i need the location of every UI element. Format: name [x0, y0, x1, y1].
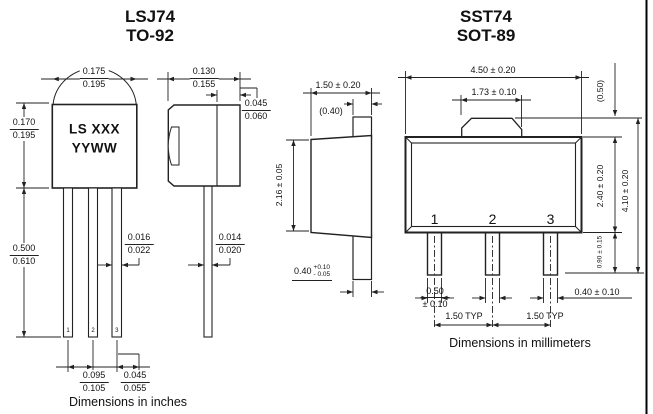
note-dimensions-millimeters: Dimensions in millimeters	[449, 336, 591, 350]
dim-sot89-lead-pitch-left: 1.50 TYP	[445, 311, 483, 321]
sot89-part-number: SST74	[460, 7, 512, 26]
to92-part-number: LSJ74	[124, 7, 176, 26]
dim-sot89-body-width: 4.50 ± 0.20	[470, 64, 516, 75]
sot89-front-outline	[404, 117, 583, 327]
dim-to92-lead-length: 0.500 0.610	[9, 243, 39, 267]
to92-title: LSJ74 TO-92	[125, 7, 175, 45]
sot89-package-name: SOT-89	[456, 26, 516, 45]
sot89-side-outline	[310, 116, 373, 281]
dimension-arrows	[21, 75, 641, 370]
dim-sot89-lead-length: 0.90 ± 0.15	[596, 235, 604, 269]
dim-sot89-side-body-height: 2.16 ± 0.05	[274, 163, 284, 206]
to92-pin-1: 1	[66, 328, 70, 334]
dim-sot89-body-height: 2.40 ± 0.20	[595, 164, 605, 207]
dim-sot89-center-lead-width: 0.50 ± 0.10	[420, 286, 450, 309]
to92-pin-2: 2	[91, 328, 95, 334]
dim-to92-lead-pitch: 0.095 0.105	[79, 370, 109, 394]
dim-to92-lead-width: 0.016 0.022	[124, 232, 154, 256]
note-dimensions-inches: Dimensions in inches	[68, 395, 188, 409]
to92-front-outline	[51, 67, 138, 338]
dim-sot89-tab-height-ref: (0.50)	[595, 79, 605, 103]
dim-to92-lead-span: 0.045 0.055	[120, 370, 150, 394]
dim-to92-body-height: 0.170 0.195	[9, 117, 39, 141]
dim-sot89-tab-width: 1.73 ± 0.10	[471, 87, 517, 97]
to92-marking-line2: YYWW	[71, 140, 118, 156]
dim-sot89-overall-height: 4.10 ± 0.20	[619, 169, 630, 213]
dim-to92-body-depth: 0.130 0.155	[189, 66, 219, 90]
to92-package-name: TO-92	[126, 26, 174, 45]
sot89-pin-2: 2	[488, 211, 497, 227]
sot89-pin-3: 3	[546, 211, 555, 227]
sot89-title: SST74 SOT-89	[457, 7, 516, 45]
sot89-pin-1: 1	[430, 211, 439, 227]
to92-marking-line1: LS XXX	[68, 121, 121, 137]
dim-to92-flat-depth: 0.045 0.060	[241, 98, 271, 122]
dim-to92-lead-thickness: 0.014 0.020	[215, 232, 245, 256]
dim-sot89-lead-thickness: 0.40 +0.10 - 0.05	[292, 264, 333, 281]
lead-centerlines	[434, 236, 551, 327]
dim-to92-body-width: 0.175 0.195	[79, 66, 109, 90]
dim-sot89-outer-lead-width: 0.40 ± 0.10	[574, 286, 620, 297]
dim-sot89-side-tab-ref: (0.40)	[319, 105, 343, 116]
to92-side-outline	[167, 104, 241, 338]
dim-sot89-side-depth: 1.50 ± 0.20	[315, 79, 361, 90]
dim-sot89-lead-pitch-right: 1.50 TYP	[526, 311, 564, 321]
to92-pin-3: 3	[115, 328, 119, 334]
